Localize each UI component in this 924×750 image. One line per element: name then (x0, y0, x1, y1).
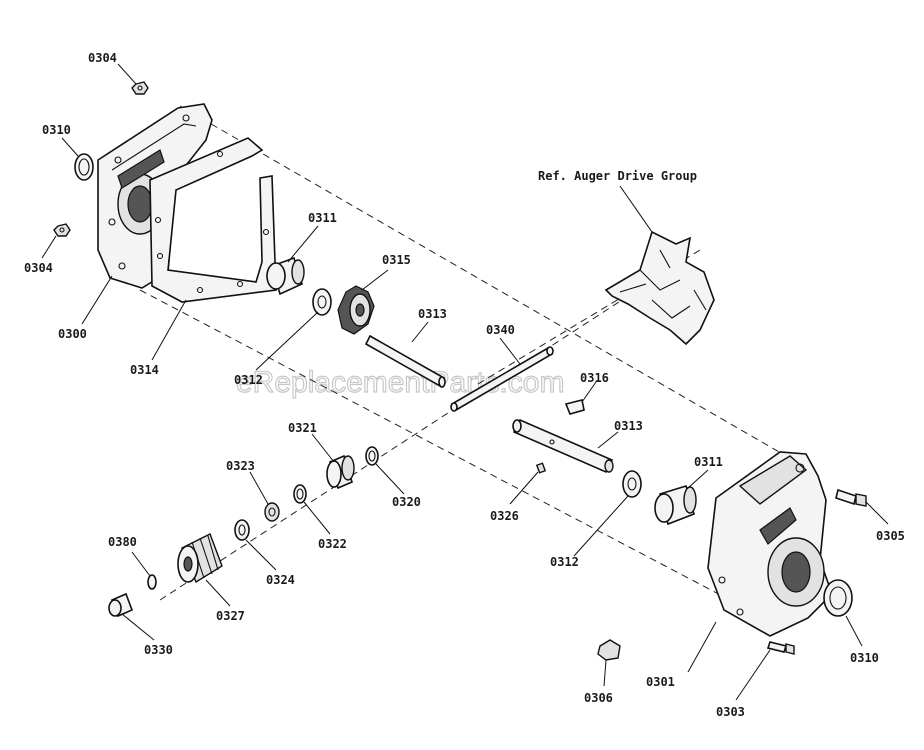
plug-0306 (597, 639, 621, 661)
pin-0326 (535, 462, 547, 474)
label-0315: 0315 (382, 253, 411, 267)
bushing-0311-right (654, 484, 697, 526)
seal-0310-right (823, 579, 853, 617)
label-0311-right: 0311 (694, 455, 723, 469)
label-0311-left: 0311 (308, 211, 337, 225)
bushing-0311-left (266, 256, 305, 296)
label-0316: 0316 (580, 371, 609, 385)
label-0310-right: 0310 (850, 651, 879, 665)
washer-0312-left (312, 288, 332, 316)
auger-drive-group-sketch (604, 230, 715, 346)
label-0312-left: 0312 (234, 373, 263, 387)
label-0324: 0324 (266, 573, 295, 587)
label-0330: 0330 (144, 643, 173, 657)
right-housing-0301 (707, 451, 833, 637)
leader-lines (41, 63, 889, 701)
bushing-0330 (108, 592, 134, 618)
shaft-0340 (450, 346, 554, 412)
shaft-0313-upper (364, 334, 446, 388)
part-number-labels: 0304 0310 0304 0300 0314 0311 0315 0313 … (24, 51, 905, 719)
ring-0380 (147, 574, 157, 590)
label-0322: 0322 (318, 537, 347, 551)
washer-0324 (234, 519, 250, 541)
nut-0304-left (53, 223, 71, 237)
label-0304-top: 0304 (88, 51, 117, 65)
label-0314: 0314 (130, 363, 159, 377)
washer-0312-right (622, 470, 642, 498)
worm-gear-0327 (177, 533, 223, 584)
label-0340: 0340 (486, 323, 515, 337)
key-0316 (564, 399, 585, 415)
gear-0315 (337, 285, 375, 335)
label-0380: 0380 (108, 535, 137, 549)
label-0310-left: 0310 (42, 123, 71, 137)
label-0320: 0320 (392, 495, 421, 509)
screw-0303 (766, 641, 795, 655)
washer-0322 (293, 484, 307, 504)
label-0321: 0321 (288, 421, 317, 435)
label-0313-lower: 0313 (614, 419, 643, 433)
label-0313-upper: 0313 (418, 307, 447, 321)
label-0306: 0306 (584, 691, 613, 705)
gasket-0314 (149, 137, 277, 303)
ring-0320 (365, 446, 379, 466)
label-0301: 0301 (646, 675, 675, 689)
seal-0310-left (74, 153, 94, 181)
label-0326: 0326 (490, 509, 519, 523)
label-0323: 0323 (226, 459, 255, 473)
label-0303: 0303 (716, 705, 745, 719)
label-0312-right: 0312 (550, 555, 579, 569)
nut-0304-top (131, 81, 149, 95)
screw-0305 (835, 488, 867, 507)
reference-label: Ref. Auger Drive Group (538, 169, 697, 183)
bearing-0321 (326, 454, 355, 490)
nut-0323 (264, 502, 280, 522)
label-0304-left: 0304 (24, 261, 53, 275)
label-0305: 0305 (876, 529, 905, 543)
shaft-0313-lower (512, 418, 614, 474)
label-0300: 0300 (58, 327, 87, 341)
label-0327: 0327 (216, 609, 245, 623)
